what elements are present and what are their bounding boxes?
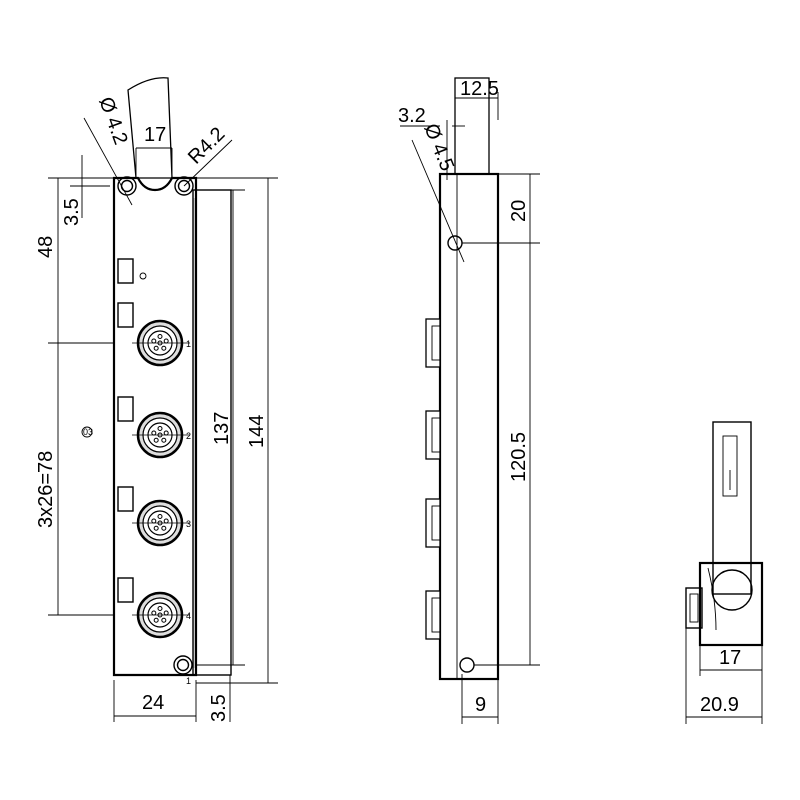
side-hole-diameter: Ø 4.5 [419,121,458,175]
side-bottom-offset: 9 [475,694,486,716]
mounting-hole-top-right [174,176,194,196]
side-view: 12.5 3.2 Ø 4.5 20 120.5 9 [398,77,540,724]
m12-connector: 1 [132,319,191,367]
side-hole-offset: 3.2 [398,105,426,127]
side-top-offset: 20 [508,200,530,222]
front-cable [127,77,173,179]
end-body-depth: 17 [719,647,741,669]
end-dimension-lines [685,628,763,724]
mounting-hole-bottom [173,655,193,675]
bottom-marking: 1 [186,676,191,686]
led-window-4 [117,577,134,603]
front-hole-offset: 3.5 [61,198,83,226]
front-width: 24 [142,692,164,714]
front-inner-height: 137 [211,412,233,445]
front-bottom-offset: 3.5 [208,694,230,722]
front-cable-width: 17 [144,124,166,146]
side-connectors [425,318,441,640]
side-hole-spacing: 120.5 [508,432,530,482]
side-connector [425,498,441,548]
port-number: 4 [186,611,191,621]
led-window-2 [117,396,134,422]
front-corner-radius: R4.2 [184,123,229,168]
led-window-power [117,258,134,284]
led-window-3 [117,486,134,512]
port-number: 3 [186,519,191,529]
side-housing [438,172,500,681]
m12-connector: 3 [132,499,191,547]
end-view: 17 20.9 [685,421,764,724]
mounting-hole-top-left [117,176,137,196]
end-connector [685,587,703,629]
m12-connectors: 1 2 3 4 [132,319,191,639]
side-connector [425,590,441,640]
port-number: 1 [186,339,191,349]
end-cable-inner [722,435,738,497]
led-window-1 [117,302,134,328]
front-port-pitch: 3x26=78 [35,451,57,528]
side-marking-circle [81,426,93,438]
front-dimension-lines [48,117,278,722]
end-cable-bend [711,569,753,611]
side-hole-bottom [459,657,475,673]
front-hole-diameter: Ø 4.2 [94,94,131,147]
front-first-port-offset: 48 [35,236,57,258]
side-dimension-lines [400,92,540,724]
side-connector [425,318,441,368]
port-number: 2 [186,431,191,441]
front-housing [112,176,198,677]
m12-connector: 2 [132,411,191,459]
end-housing [698,561,764,647]
m12-connector: 4 [132,591,191,639]
side-cable-offset: 12.5 [460,78,499,100]
side-hole-top [447,235,463,251]
side-marking: 03 [83,427,93,437]
end-cable [712,421,752,595]
led-indicator [139,272,147,280]
front-view: 1 2 3 4 03 1 [35,77,278,722]
end-overall-depth: 20.9 [700,694,739,716]
side-connector [425,410,441,460]
front-overall-height: 144 [246,415,268,448]
